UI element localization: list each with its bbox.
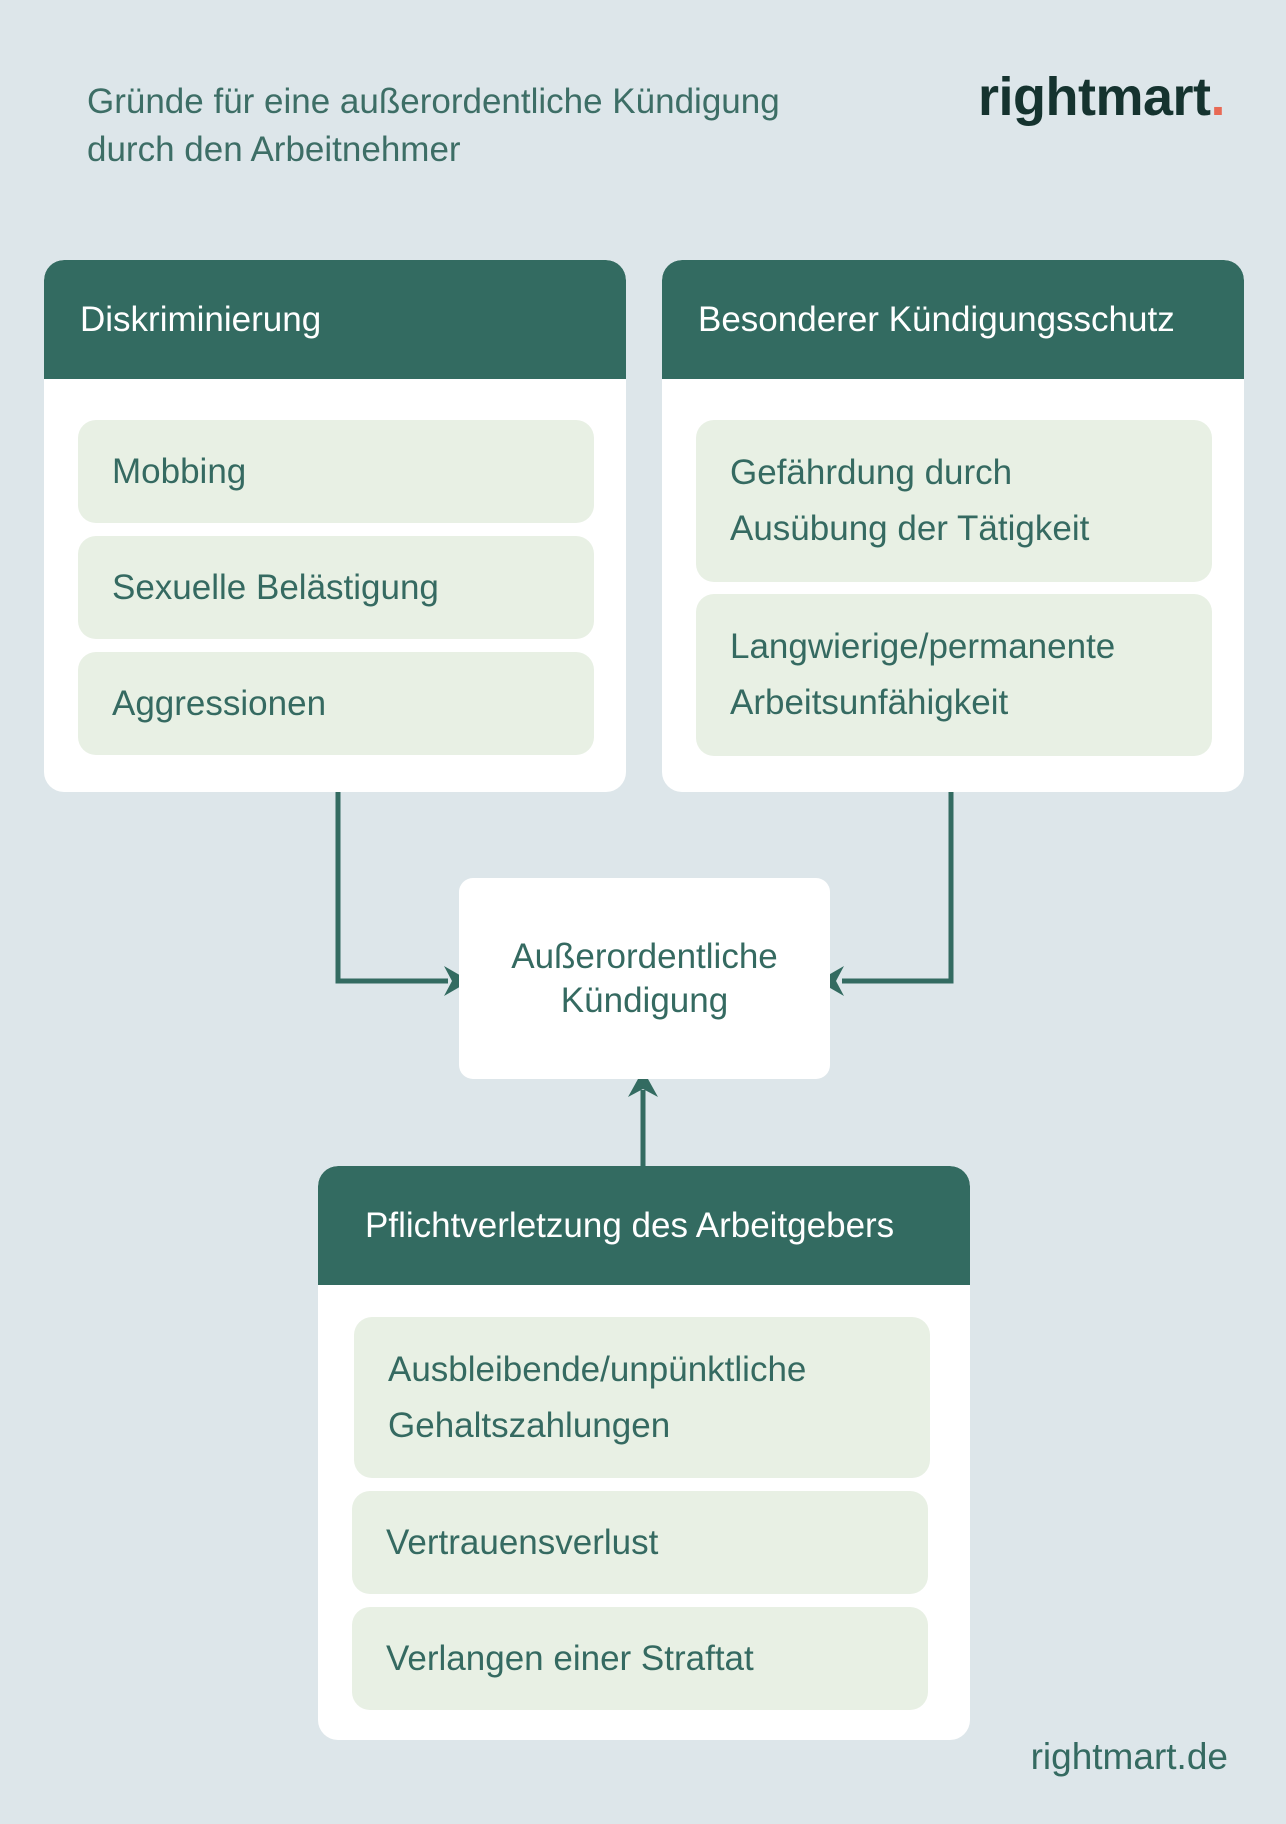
card-heading: Pflichtverletzung des Arbeitgebers <box>318 1166 970 1285</box>
item-label: Sexuelle Belästigung <box>112 567 439 607</box>
list-item: Vertrauensverlust <box>352 1491 928 1594</box>
connector-right <box>842 792 954 984</box>
page-title: Gründe für eine außerordentliche Kündigu… <box>87 78 847 174</box>
item-label-line-1: Langwierige/permanente <box>730 627 1116 666</box>
card-diskriminierung: Diskriminierung Mobbing Sexuelle Belästi… <box>44 260 626 792</box>
item-label-line-1: Gefährdung durch <box>730 453 1013 492</box>
list-item: Mobbing <box>78 420 594 523</box>
rightmart-logo: rightmart. <box>978 66 1226 128</box>
list-item: Ausbleibende/unpünktliche Gehaltszahlung… <box>354 1317 930 1478</box>
list-item: Sexuelle Belästigung <box>78 536 594 639</box>
item-label: Verlangen einer Straftat <box>386 1638 754 1678</box>
arrowhead-up <box>628 1070 658 1097</box>
card-heading: Diskriminierung <box>44 260 626 379</box>
title-line-2: durch den Arbeitnehmer <box>87 130 461 169</box>
card-kuendigungsschutz: Besonderer Kündigungsschutz Gefährdung d… <box>662 260 1244 792</box>
list-item: Aggressionen <box>78 652 594 755</box>
center-node: Außerordentliche Kündigung <box>459 878 830 1079</box>
footer-website: rightmart.de <box>1030 1736 1228 1777</box>
title-line-1: Gründe für eine außerordentliche Kündigu… <box>87 82 780 121</box>
card-heading: Besonderer Kündigungsschutz <box>662 260 1244 379</box>
list-item: Gefährdung durch Ausübung der Tätigkeit <box>696 420 1212 582</box>
connector-left <box>335 792 448 984</box>
item-label-line-2: Ausübung der Tätigkeit <box>730 509 1090 548</box>
card-pflichtverletzung: Pflichtverletzung des Arbeitgebers Ausbl… <box>318 1166 970 1740</box>
list-item: Verlangen einer Straftat <box>352 1607 928 1710</box>
item-label: Aggressionen <box>112 683 327 723</box>
item-label: Vertrauensverlust <box>386 1522 659 1562</box>
arrowhead-right <box>818 966 844 996</box>
logo-text: rightmart <box>978 67 1211 127</box>
list-item: Langwierige/permanente Arbeitsunfähigkei… <box>696 594 1212 756</box>
logo-dot: . <box>1210 67 1226 127</box>
arrowhead-left <box>444 966 470 996</box>
center-line-1: Außerordentliche <box>511 936 778 976</box>
item-label-line-2: Gehaltszahlungen <box>388 1405 671 1445</box>
item-label-line-2: Arbeitsunfähigkeit <box>730 683 1009 722</box>
center-line-2: Kündigung <box>560 980 729 1020</box>
item-label: Mobbing <box>112 451 247 491</box>
item-label-line-1: Ausbleibende/unpünktliche <box>388 1349 807 1389</box>
